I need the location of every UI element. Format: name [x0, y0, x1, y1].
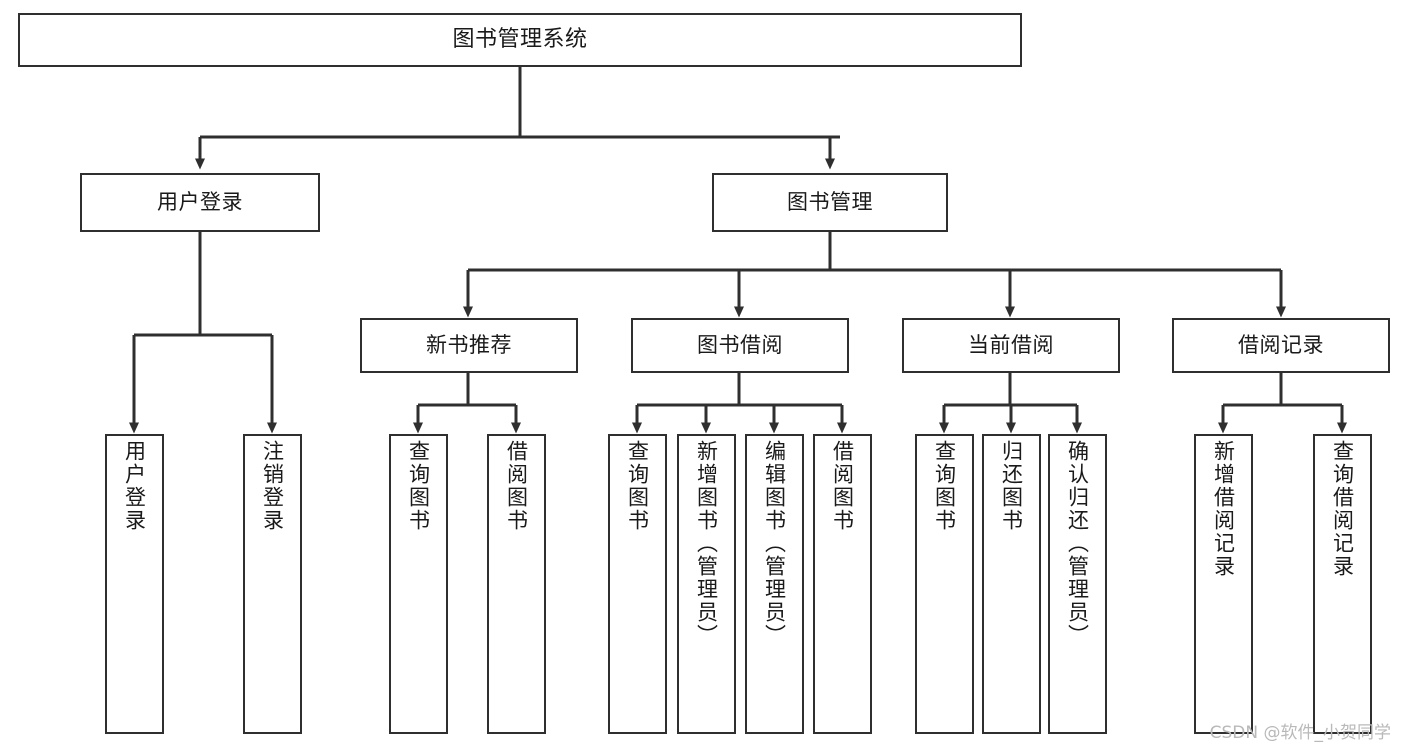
leaf-book-borrow-lend-label: 借阅图书	[830, 440, 855, 532]
leaf-borrow-record-query-label: 查询借阅记录	[1330, 440, 1355, 578]
leaf-new-book-borrow-label: 借阅图书	[504, 440, 529, 532]
node-current-borrow-label: 当前借阅	[968, 332, 1054, 357]
leaf-current-borrow-confirm[interactable]: 确认归还（管理员）	[1048, 434, 1107, 734]
leaf-book-borrow-lend[interactable]: 借阅图书	[813, 434, 872, 734]
node-borrow-record[interactable]: 借阅记录	[1172, 318, 1390, 373]
leaf-user-login-signout[interactable]: 注销登录	[243, 434, 302, 734]
leaf-current-borrow-confirm-label: 确认归还（管理员）	[1065, 440, 1090, 647]
node-root-system-label: 图书管理系统	[452, 26, 588, 52]
node-borrow-record-label: 借阅记录	[1238, 332, 1324, 357]
leaf-borrow-record-add-label: 新增借阅记录	[1211, 440, 1236, 578]
leaf-borrow-record-query[interactable]: 查询借阅记录	[1313, 434, 1372, 734]
node-user-login[interactable]: 用户登录	[80, 173, 320, 232]
leaf-user-login-signout-label: 注销登录	[260, 440, 285, 532]
node-user-login-label: 用户登录	[157, 189, 243, 214]
leaf-current-borrow-query-label: 查询图书	[932, 440, 957, 532]
leaf-book-borrow-edit-label: 编辑图书（管理员）	[762, 440, 787, 647]
leaf-new-book-query-label: 查询图书	[406, 440, 431, 532]
leaf-current-borrow-query[interactable]: 查询图书	[915, 434, 974, 734]
node-book-management[interactable]: 图书管理	[712, 173, 948, 232]
leaf-new-book-query[interactable]: 查询图书	[389, 434, 448, 734]
leaf-user-login-signin[interactable]: 用户登录	[105, 434, 164, 734]
node-book-management-label: 图书管理	[787, 189, 873, 214]
leaf-new-book-borrow[interactable]: 借阅图书	[487, 434, 546, 734]
node-book-borrow[interactable]: 图书借阅	[631, 318, 849, 373]
node-new-book-recommend[interactable]: 新书推荐	[360, 318, 578, 373]
leaf-current-borrow-return[interactable]: 归还图书	[982, 434, 1041, 734]
node-book-borrow-label: 图书借阅	[697, 332, 783, 357]
leaf-book-borrow-add-label: 新增图书（管理员）	[694, 440, 719, 647]
watermark: CSDN @软件_小贺同学	[1209, 723, 1391, 743]
leaf-user-login-signin-label: 用户登录	[122, 440, 147, 532]
leaf-borrow-record-add[interactable]: 新增借阅记录	[1194, 434, 1253, 734]
leaf-book-borrow-query[interactable]: 查询图书	[608, 434, 667, 734]
leaf-book-borrow-query-label: 查询图书	[625, 440, 650, 532]
leaf-book-borrow-add[interactable]: 新增图书（管理员）	[677, 434, 736, 734]
leaf-book-borrow-edit[interactable]: 编辑图书（管理员）	[745, 434, 804, 734]
node-current-borrow[interactable]: 当前借阅	[902, 318, 1120, 373]
node-root-system[interactable]: 图书管理系统	[18, 13, 1022, 67]
node-new-book-recommend-label: 新书推荐	[426, 332, 512, 357]
leaf-current-borrow-return-label: 归还图书	[999, 440, 1024, 532]
